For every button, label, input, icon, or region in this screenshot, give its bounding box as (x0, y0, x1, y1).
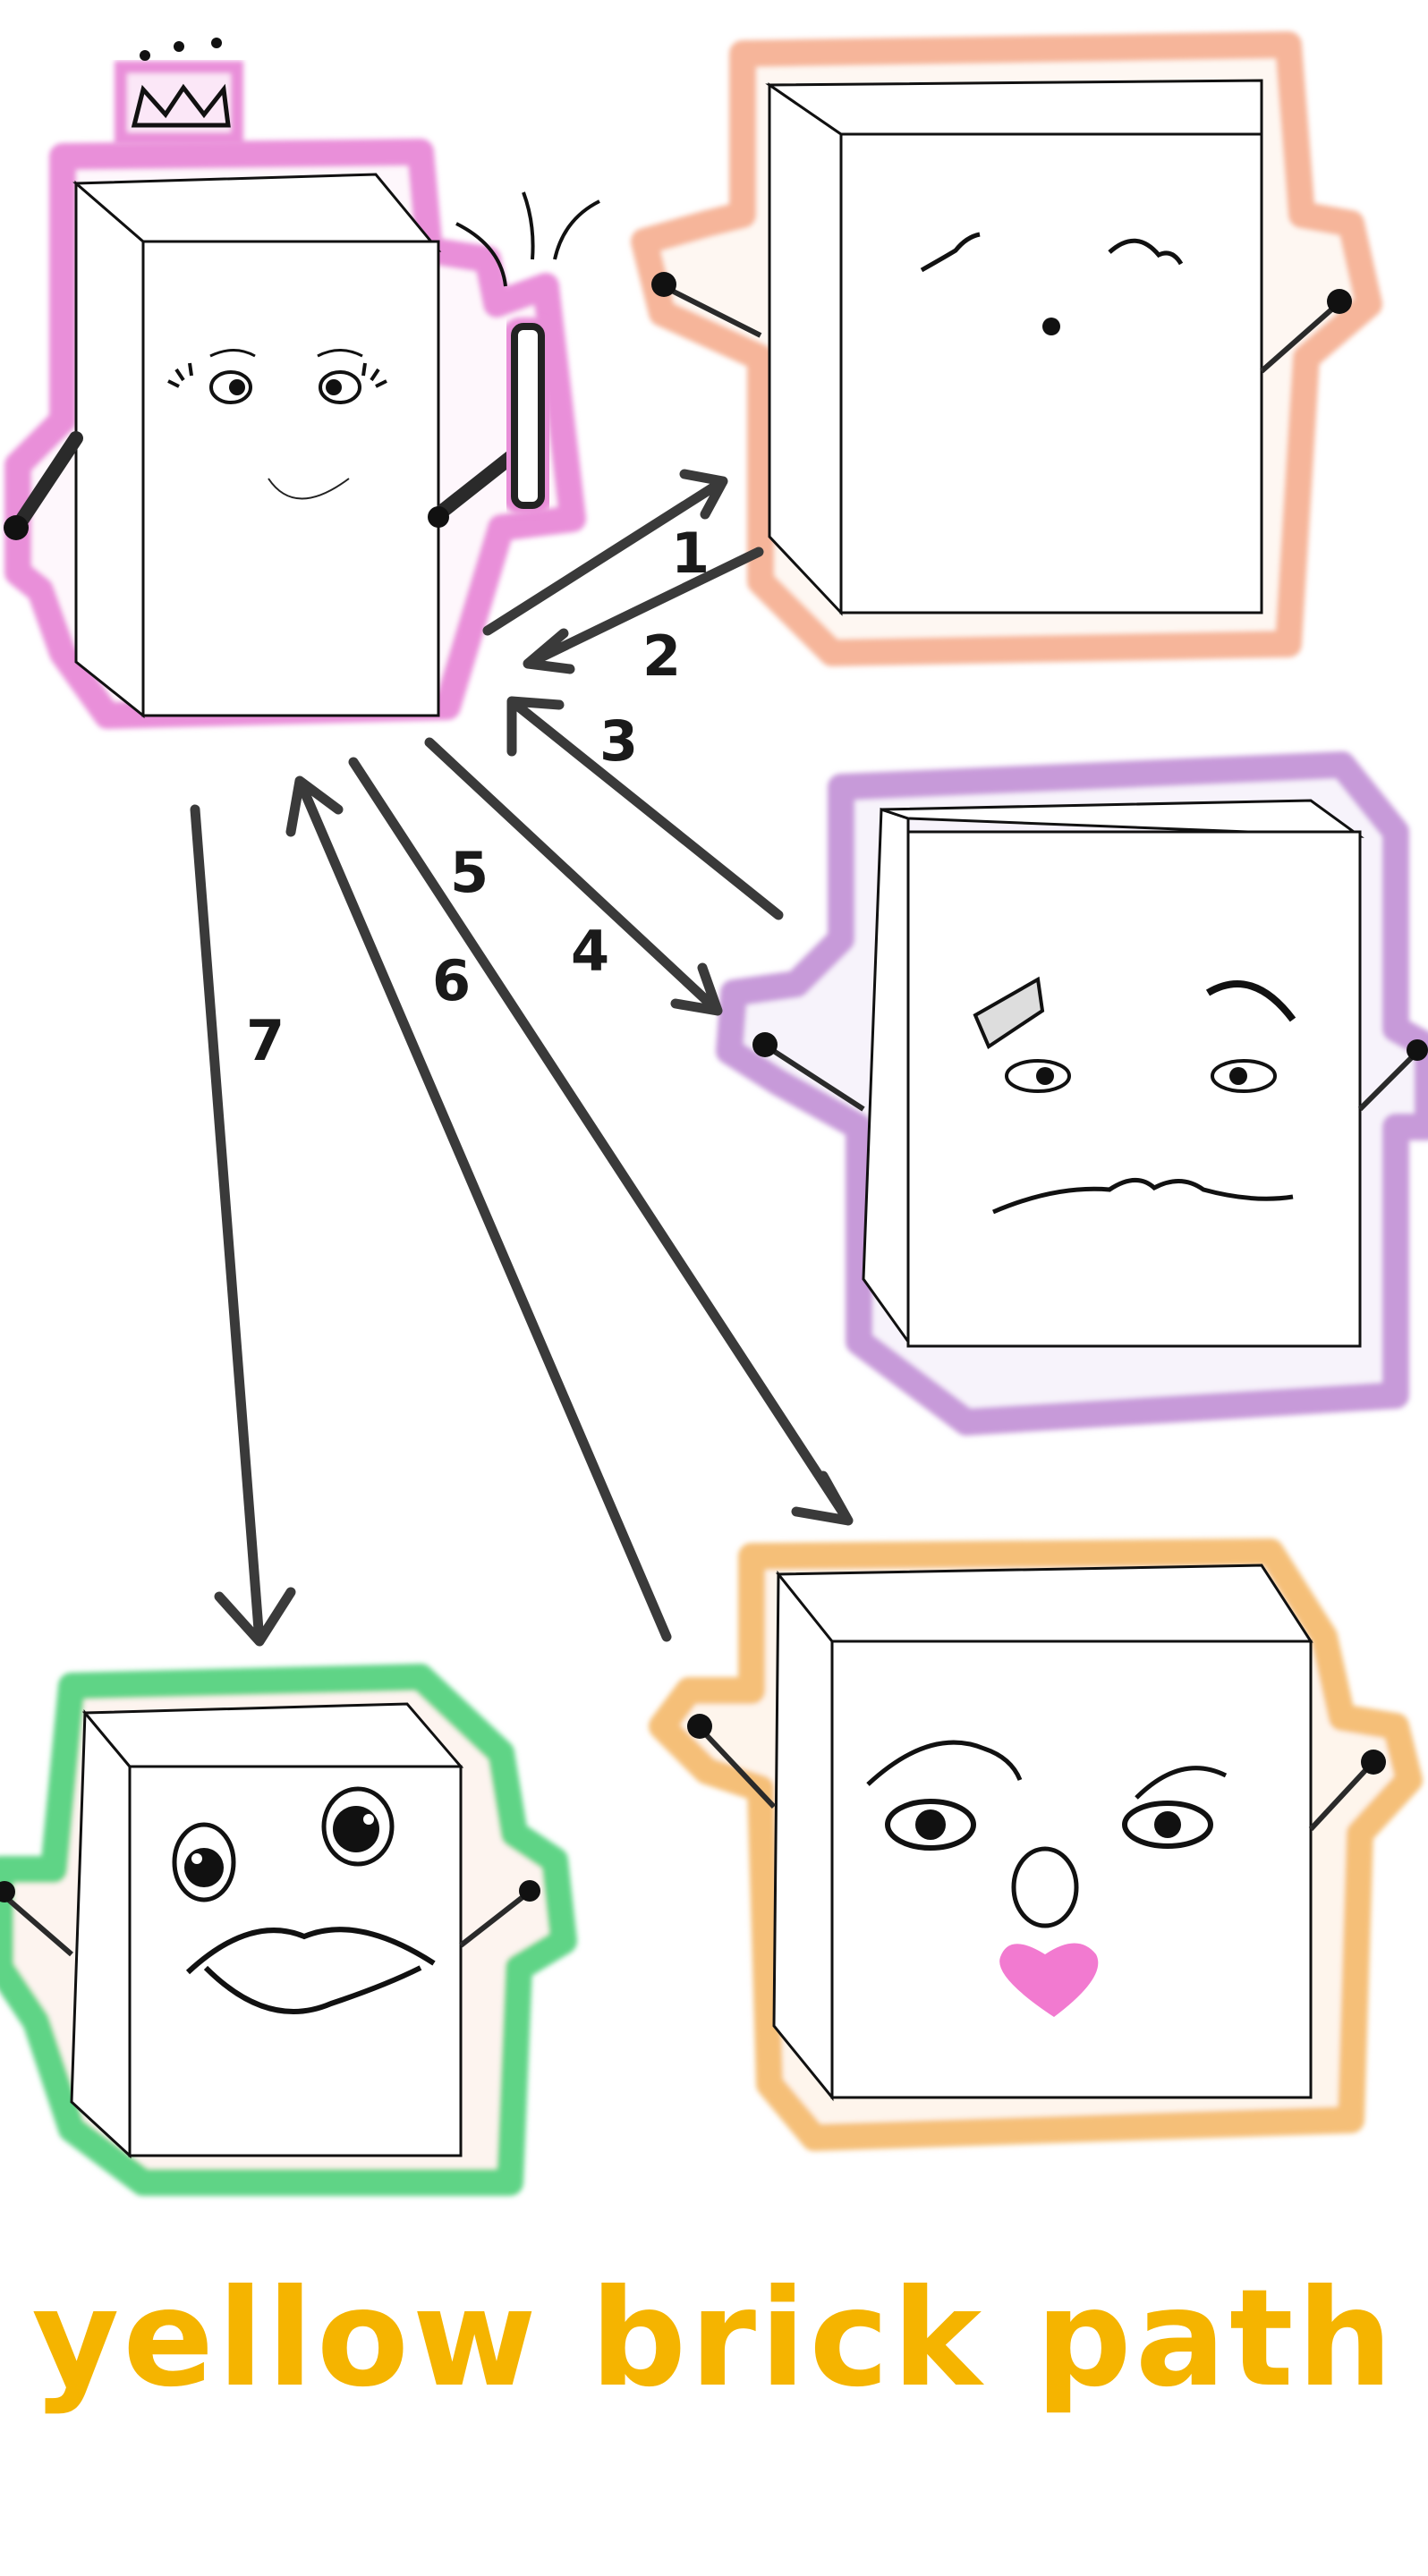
arrow-7 (190, 804, 296, 1647)
amber-character (649, 1538, 1423, 2151)
queen-character (4, 38, 600, 729)
page-title: yellow brick path (31, 2261, 1397, 2417)
arrow-3 (506, 696, 784, 920)
step-label-1: 1 (671, 521, 710, 586)
phone-icon (455, 191, 600, 514)
step-label-6: 6 (432, 948, 471, 1013)
green-character (0, 1664, 577, 2196)
step-label-7: 7 (246, 1008, 285, 1073)
step-label-5: 5 (450, 840, 489, 905)
arrow-1 (482, 469, 728, 636)
arrow-4 (424, 737, 723, 1016)
arrow-5 (348, 757, 854, 1526)
arrow-6 (285, 775, 672, 1642)
arrow-2 (523, 547, 764, 674)
heart-icon (999, 1943, 1099, 2017)
step-label-4: 4 (571, 919, 609, 984)
step-label-2: 2 (642, 623, 681, 689)
purple-character (716, 751, 1428, 1436)
crown-icon (115, 38, 243, 145)
step-label-3: 3 (599, 708, 638, 774)
arrows (190, 469, 854, 1647)
orange-character (631, 31, 1382, 666)
